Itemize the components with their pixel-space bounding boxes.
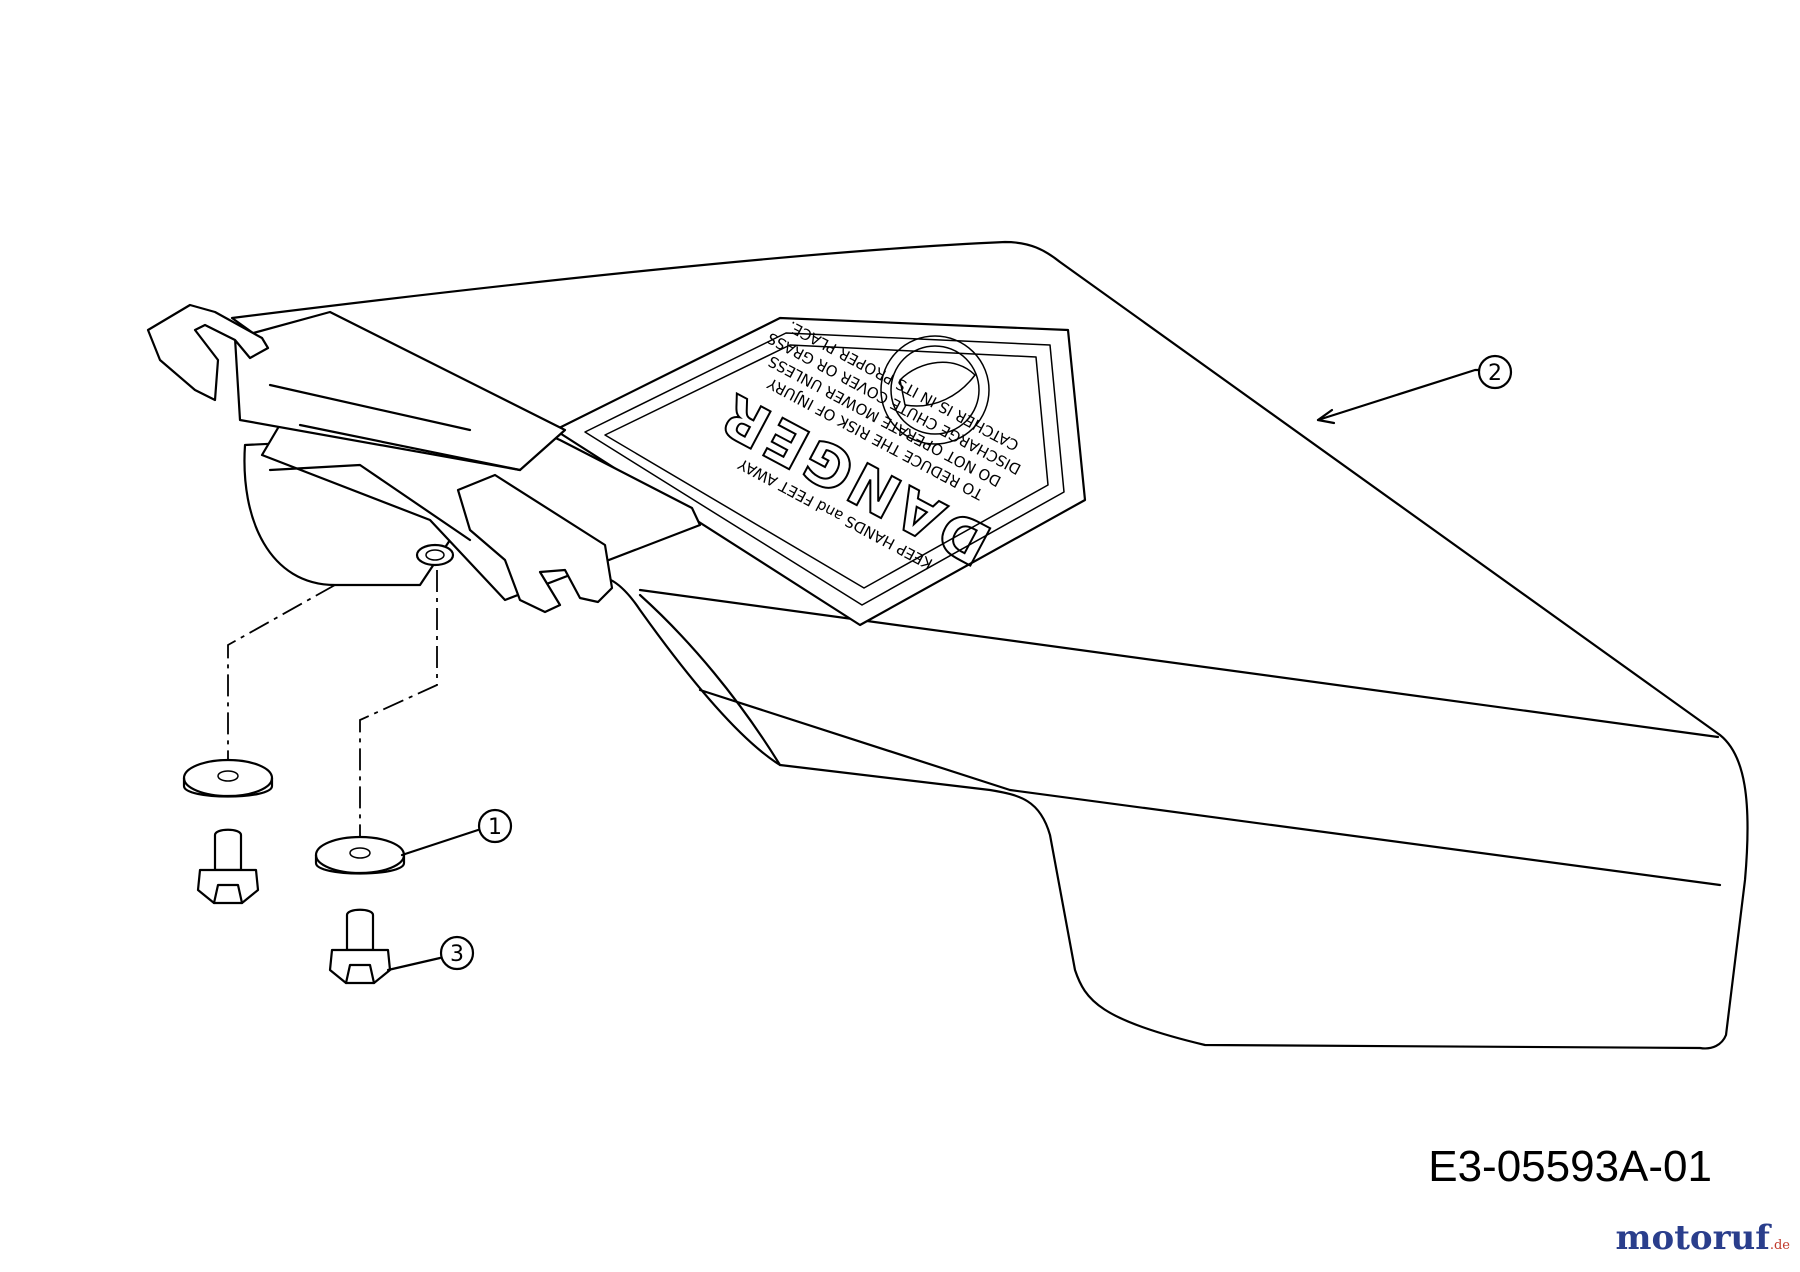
bolt-right xyxy=(328,908,392,985)
callout-3: 3 xyxy=(386,935,475,972)
watermark: motoruf.de xyxy=(1616,1218,1790,1258)
washer-left xyxy=(182,758,274,798)
watermark-suffix: .de xyxy=(1769,1238,1790,1253)
figure-code: E3-05593A-01 xyxy=(1428,1142,1712,1191)
callout-2-number: 2 xyxy=(1488,361,1502,386)
danger-decal: KEEP HANDS and FEET AWAY DANGER TO REDUC… xyxy=(553,316,1087,627)
callout-2: 2 xyxy=(1316,354,1513,425)
callout-1-number: 1 xyxy=(488,815,502,840)
callout-1: 1 xyxy=(400,808,513,857)
hinge-bracket xyxy=(146,303,702,614)
assembly-lines xyxy=(227,570,438,870)
washer-right xyxy=(314,835,406,875)
callout-3-number: 3 xyxy=(450,942,464,967)
watermark-brand: motoruf xyxy=(1615,1218,1770,1258)
bolt-left xyxy=(196,828,260,905)
